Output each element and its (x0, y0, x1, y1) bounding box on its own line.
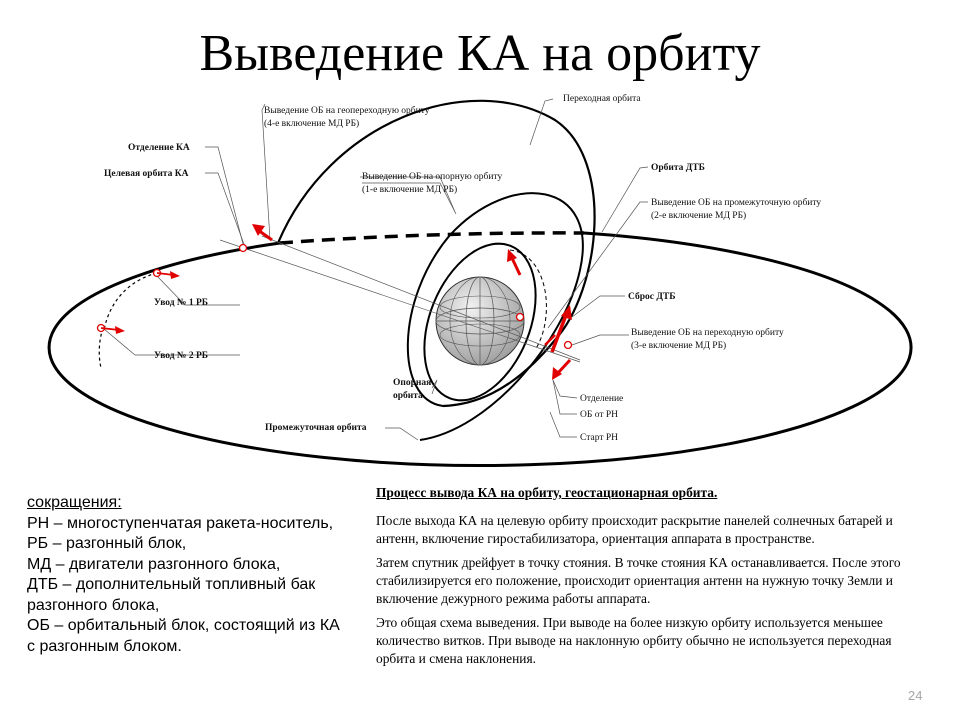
label-removal-2: Увод № 2 РБ (154, 351, 208, 361)
label-removal-1: Увод № 1 РБ (154, 298, 208, 308)
intermediate-orbit (406, 192, 584, 441)
description-paragraph: Это общая схема выведения. При выводе на… (376, 615, 892, 666)
target-orbit-dashed-segment (279, 231, 585, 245)
label-intermediate-orbit-burn: (2-е включение МД РБ) (651, 210, 746, 221)
abbreviation-item: ОБ – орбитальный блок, состоящий из КА с… (27, 617, 340, 655)
label-separation-ka: Отделение КА (128, 143, 190, 153)
abbreviation-item: МД – двигатели разгонного блока, (27, 555, 281, 573)
label-geo-transfer-burn: (4-е включение МД РБ) (264, 118, 359, 129)
description-paragraph: Затем спутник дрейфует в точку стояния. … (376, 555, 901, 606)
label-intermediate-orbit: Промежуточная орбита (265, 422, 367, 433)
abbreviation-item: РБ – разгонный блок, (27, 535, 187, 552)
abbreviation-item: ДТБ – дополнительный топливный бак разго… (27, 576, 316, 614)
description-title: Процесс вывода КА на орбиту, геостациона… (376, 485, 718, 500)
label-reference-orbit: Опорная (393, 378, 431, 388)
page-number: 24 (908, 688, 923, 703)
label-dtb-orbit: Орбита ДТБ (651, 162, 705, 173)
description-block: Процесс вывода КА на орбиту, геостациона… (376, 484, 926, 674)
abbreviations-block: сокращения: РН – многоступенчатая ракета… (27, 493, 347, 657)
dtb-orbit (509, 249, 547, 351)
label-intermediate-orbit-insert: Выведение ОБ на промежуточную орбиту (651, 197, 821, 208)
description-paragraph: После выхода КА на целевую орбиту происх… (376, 513, 893, 546)
label-transfer-orbit-insert: Выведение ОБ на переходную орбиту (631, 327, 784, 338)
label-reference-orbit-insert: Выведение ОБ на опорную орбиту (362, 171, 503, 182)
label-launch: Старт РН (580, 433, 618, 443)
leader-lines (103, 98, 649, 441)
maneuver-markers (96, 224, 573, 380)
removal-2-trajectory (98, 327, 104, 369)
abbreviation-item: РН – многоступенчатая ракета-носитель, (27, 514, 334, 532)
label-dtb-drop: Сброс ДТБ (628, 291, 676, 302)
target-orbit-ellipse (47, 231, 913, 467)
label-transfer-orbit: Переходная орбита (563, 93, 641, 104)
label-separation-ob-2: ОБ от РН (580, 410, 618, 420)
label-target-orbit: Целевая орбита КА (104, 168, 189, 179)
removal-1-trajectory (103, 272, 158, 331)
label-separation-ob: Отделение (580, 394, 623, 404)
slide-title: Выведение КА на орбиту (199, 25, 761, 82)
abbreviations-heading: сокращения: (27, 494, 122, 511)
label-transfer-orbit-burn: (3-е включение МД РБ) (631, 340, 726, 351)
label-geo-transfer-insert: Выведение ОБ на геопереходную орбиту (264, 105, 430, 116)
label-reference-orbit-burn: (1-е включение МД РБ) (362, 184, 457, 195)
transfer-orbit (276, 99, 596, 408)
label-reference-orbit-2: орбита (393, 390, 423, 401)
